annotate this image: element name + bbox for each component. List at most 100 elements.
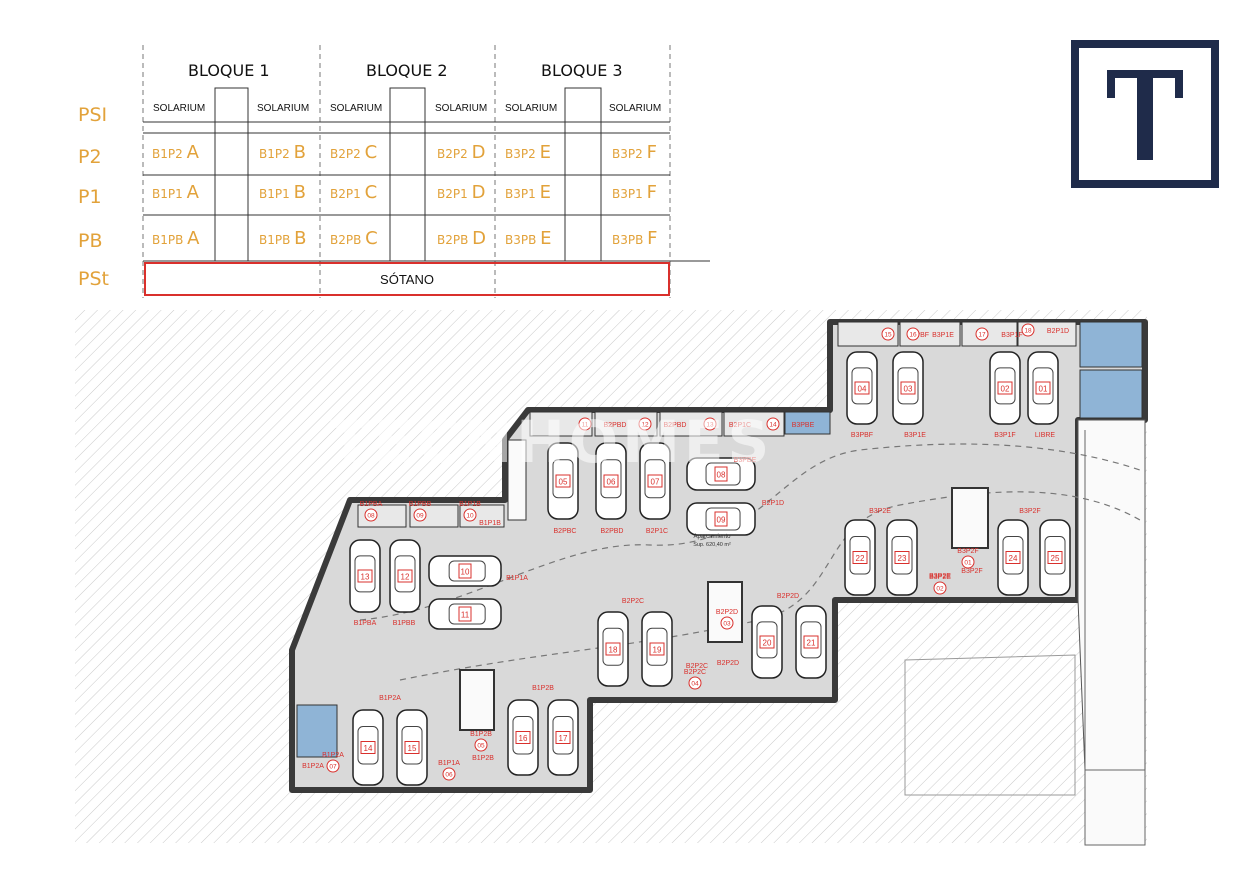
- car-roof: [1032, 367, 1054, 405]
- parking-space-03: 03: [892, 351, 924, 425]
- space-number: 06: [607, 478, 616, 487]
- storage-marker-13: 13 B2P1C: [703, 417, 751, 431]
- utility-room: [1079, 369, 1143, 419]
- car-roof: [512, 716, 534, 755]
- parking-space-16: 16: [507, 699, 539, 776]
- parking-area-surface: Sup. 620,40 m²: [693, 542, 731, 548]
- svg-text:05: 05: [477, 743, 485, 750]
- unit-b3p2e: B3P2 E: [505, 142, 551, 163]
- space-number: 18: [609, 646, 618, 655]
- space-owner-label: B3P2F: [1019, 508, 1040, 515]
- space-owner-label: B2P2D: [717, 660, 739, 667]
- parking-space-01: 01: [1027, 351, 1059, 425]
- parking-space-21: 21: [795, 605, 827, 679]
- svg-text:16: 16: [909, 332, 917, 339]
- space-number-box: [649, 642, 665, 656]
- stair-core: [507, 439, 527, 521]
- block-1-title: BLOQUE 1: [188, 61, 270, 80]
- space-number-box: [803, 635, 819, 649]
- utility-room: [784, 411, 831, 435]
- space-number: 25: [1051, 554, 1060, 563]
- svg-text:B2P1C: B2P1C: [729, 422, 751, 429]
- svg-text:13: 13: [706, 422, 714, 429]
- car-roof: [448, 560, 486, 582]
- unit-b2p2d: B2P2 D: [437, 142, 486, 163]
- brand-logo: [1071, 40, 1219, 188]
- svg-text:01: 01: [964, 560, 972, 567]
- car-roof: [552, 459, 574, 499]
- parking-space-12: 12: [389, 539, 421, 613]
- space-number: 21: [807, 639, 816, 648]
- svg-text:07: 07: [329, 764, 337, 771]
- svg-text:B2P2C: B2P2C: [684, 669, 706, 676]
- space-number-box: [1035, 381, 1051, 395]
- space-number-box: [900, 381, 916, 395]
- space-number: 02: [1001, 385, 1010, 394]
- space-owner-label: B3P1E: [904, 432, 926, 439]
- svg-text:04: 04: [691, 681, 699, 688]
- space-number: 15: [408, 744, 417, 753]
- basement-label: SÓTANO: [380, 271, 434, 287]
- watermark: TECNHOMES: [330, 408, 774, 476]
- parking-space-23: 23: [886, 519, 918, 596]
- space-owner-label: B1P2B: [472, 755, 494, 762]
- svg-text:B3P2F: B3P2F: [957, 548, 978, 555]
- space-owner-label: LIBRE: [1035, 432, 1056, 439]
- car-roof: [897, 367, 919, 405]
- space-number-box: [555, 474, 571, 488]
- svg-text:B3P2E: B3P2E: [929, 574, 951, 581]
- block-2-title: BLOQUE 2: [366, 61, 448, 80]
- space-number-box: [759, 635, 775, 649]
- car-roof: [448, 603, 486, 625]
- driveway-path: [359, 443, 1141, 621]
- svg-text:B2P2D: B2P2D: [716, 609, 738, 616]
- storage-marker-01: 01 B3P2F: [957, 548, 979, 569]
- svg-text:18: 18: [1024, 328, 1032, 335]
- svg-text:B1PBB: B1PBB: [409, 501, 432, 508]
- car-roof: [401, 726, 423, 765]
- unit-b3pbe: B3PB E: [505, 228, 552, 249]
- level-psi: PSI: [78, 104, 108, 126]
- svg-text:06: 06: [445, 772, 453, 779]
- space-number: 10: [461, 568, 470, 577]
- svg-text:B1P2B: B1P2B: [470, 731, 492, 738]
- parking-space-24: 24: [997, 519, 1029, 596]
- parking-space-08: 08: [686, 457, 756, 491]
- basement-highlight: SÓTANO: [144, 262, 670, 296]
- stair-core: [459, 669, 495, 731]
- space-owner-label: B1P1A: [506, 575, 528, 582]
- svg-text:B1P1A: B1P1A: [438, 760, 460, 767]
- car-roof: [644, 459, 666, 499]
- svg-text:10: 10: [466, 513, 474, 520]
- svg-text:09: 09: [416, 513, 424, 520]
- space-number: 19: [653, 646, 662, 655]
- space-number: 12: [401, 573, 410, 582]
- level-p2: P2: [78, 146, 102, 168]
- parking-space-06: 06: [595, 442, 627, 520]
- access-ramp: [1077, 419, 1146, 846]
- svg-text:15: 15: [884, 332, 892, 339]
- space-owner-label: B2P2D: [777, 593, 799, 600]
- storage-marker-06: 06 B1P1A: [438, 760, 460, 781]
- space-number-box: [852, 551, 868, 564]
- svg-text:B2PBD: B2PBD: [664, 422, 687, 429]
- space-number-box: [997, 381, 1013, 395]
- unit-b2p2c: B2P2 C: [330, 142, 378, 163]
- unit-b2pbc: B2PB C: [330, 228, 378, 249]
- space-number: 07: [651, 478, 660, 487]
- solarium-label: SOLARIUM: [330, 103, 383, 114]
- unit-b2p1c: B2P1 C: [330, 182, 378, 203]
- space-owner-label: B1P2A: [302, 763, 324, 770]
- stair-core: [707, 581, 743, 643]
- space-owner-label: B3P2E: [929, 573, 951, 580]
- space-number: 24: [1009, 554, 1018, 563]
- stair-core: [951, 487, 989, 549]
